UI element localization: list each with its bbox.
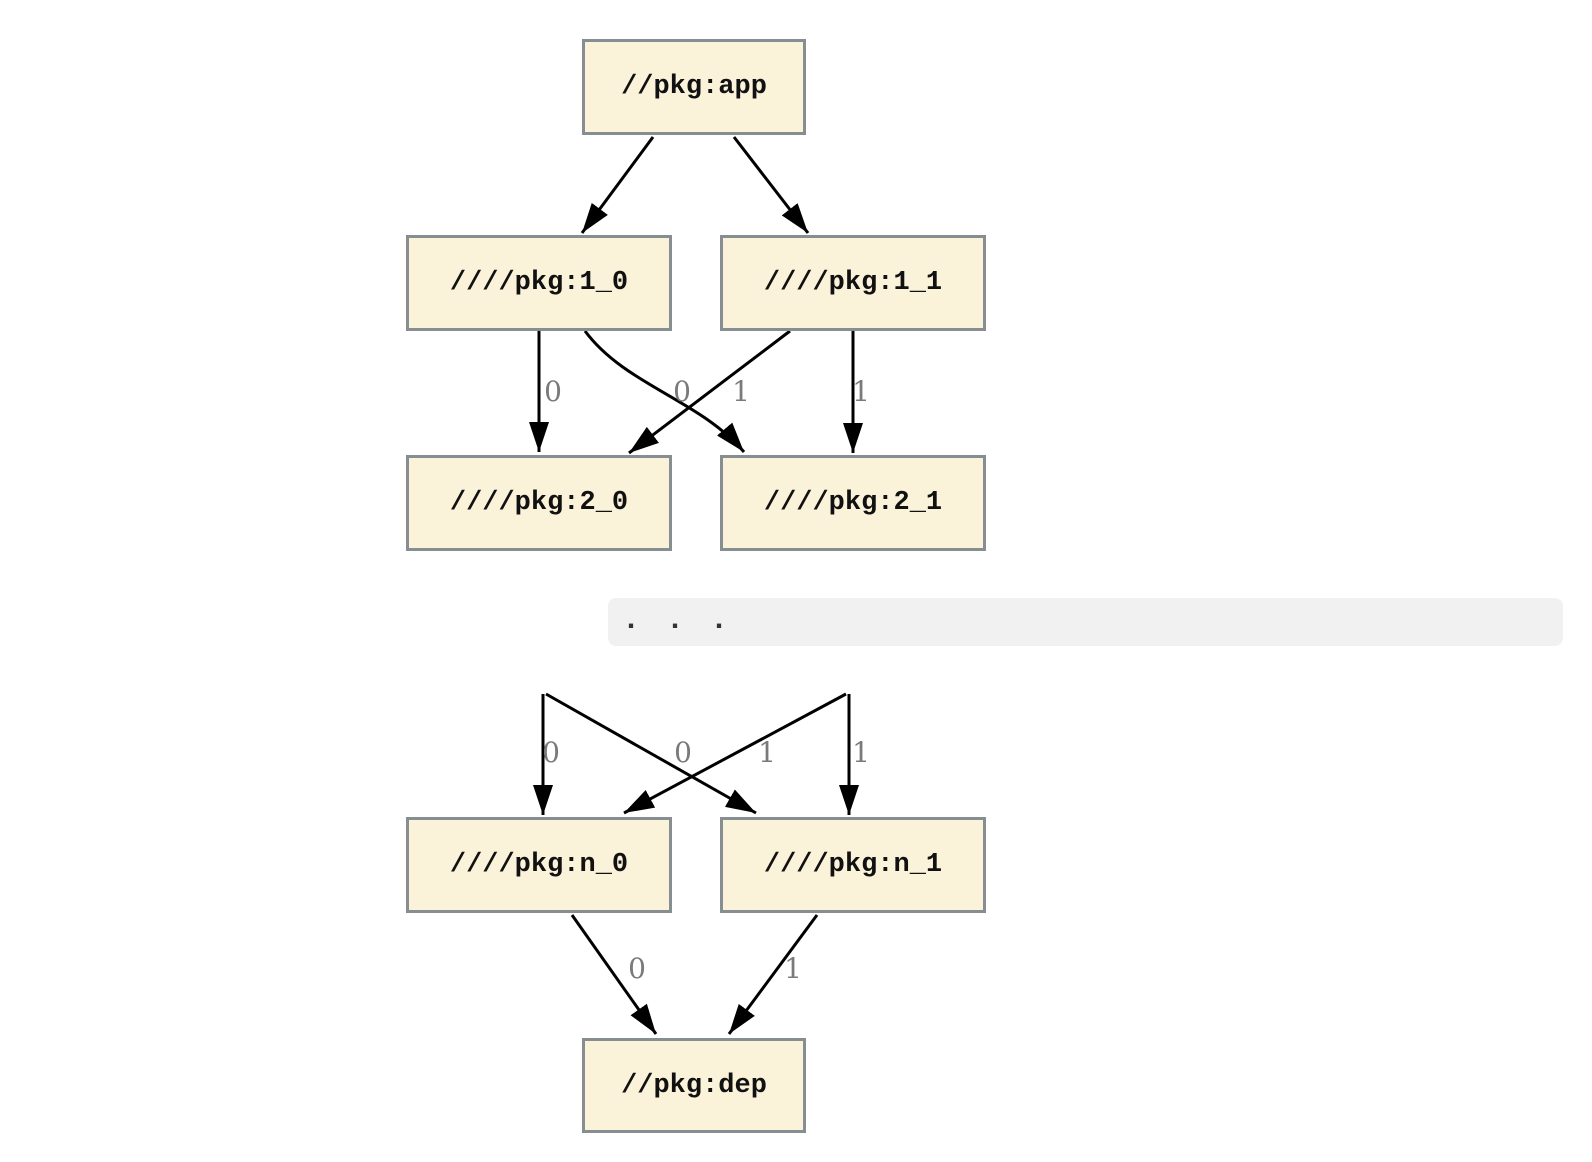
edge-label-hidden-n_0-right: 0 bbox=[674, 736, 692, 769]
edge-label-1_1-2_1: 1 bbox=[852, 375, 870, 408]
node-pkg-dep: //pkg:dep bbox=[582, 1038, 806, 1133]
node-pkg-1_1: ////pkg:1_1 bbox=[720, 235, 986, 331]
ellipsis-dots: . . . bbox=[622, 604, 733, 638]
node-pkg-n_0: ////pkg:n_0 bbox=[406, 817, 672, 913]
node-pkg-app: //pkg:app bbox=[582, 39, 806, 135]
edge-hidden-left-to-n_1 bbox=[545, 692, 757, 815]
edge-label-n_1-dep: 1 bbox=[784, 952, 802, 985]
edge-app-to-1_0 bbox=[580, 136, 655, 234]
node-pkg-2_0: ////pkg:2_0 bbox=[406, 455, 672, 551]
node-pkg-2_1-label: ////pkg:2_1 bbox=[763, 488, 943, 518]
node-pkg-1_1-label: ////pkg:1_1 bbox=[763, 268, 943, 298]
edge-1_1-to-2_0 bbox=[628, 329, 791, 455]
edge-label-hidden-n_1-right: 1 bbox=[852, 736, 870, 769]
edge-app-to-1_1 bbox=[732, 136, 810, 234]
edge-hidden-right-to-n_0 bbox=[623, 692, 847, 815]
edge-label-n_0-dep: 0 bbox=[628, 952, 646, 985]
node-pkg-1_0-label: ////pkg:1_0 bbox=[449, 268, 629, 298]
node-pkg-app-label: //pkg:app bbox=[621, 72, 767, 102]
node-pkg-dep-label: //pkg:dep bbox=[621, 1070, 767, 1101]
collapsed-levels-band: . . . bbox=[608, 598, 1563, 646]
edge-label-1_1-2_0: 0 bbox=[673, 375, 691, 408]
node-pkg-n_1: ////pkg:n_1 bbox=[720, 817, 986, 913]
node-pkg-n_0-label: ////pkg:n_0 bbox=[449, 850, 629, 880]
edge-label-hidden-n_0-left: 0 bbox=[542, 736, 560, 769]
edge-1_0-to-2_1 bbox=[583, 330, 746, 453]
edge-label-1_0-2_1: 1 bbox=[732, 375, 750, 408]
edge-n_1-to-dep bbox=[727, 914, 819, 1035]
edge-label-1_0-2_0: 0 bbox=[544, 375, 562, 408]
node-pkg-2_1: ////pkg:2_1 bbox=[720, 455, 986, 551]
edge-n_0-to-dep bbox=[570, 914, 658, 1035]
node-pkg-2_0-label: ////pkg:2_0 bbox=[449, 488, 629, 518]
node-pkg-n_1-label: ////pkg:n_1 bbox=[763, 850, 943, 880]
node-pkg-1_0: ////pkg:1_0 bbox=[406, 235, 672, 331]
edge-label-hidden-n_1-left: 1 bbox=[758, 736, 776, 769]
